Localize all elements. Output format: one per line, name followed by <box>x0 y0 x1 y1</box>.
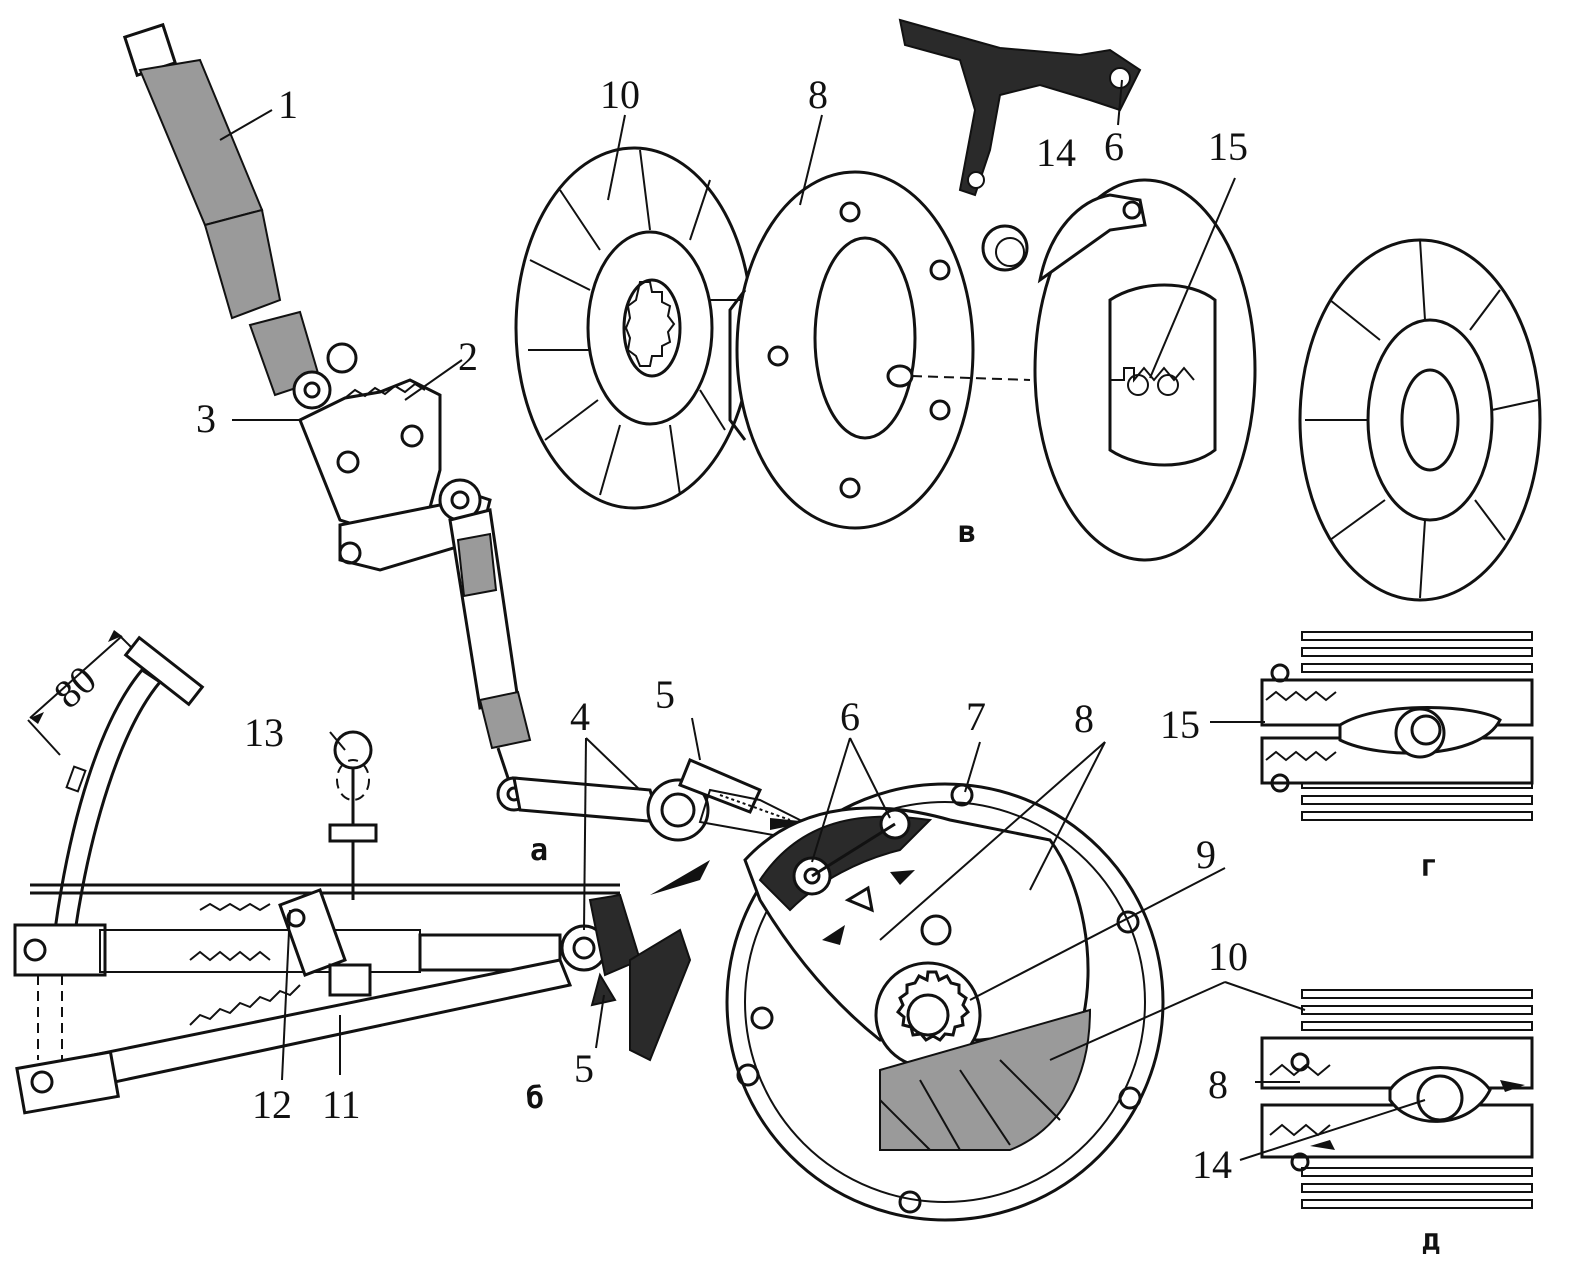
label-6-exploded: 6 <box>1104 124 1124 169</box>
brake-shaft-lever-lower <box>560 893 692 1062</box>
label-6-housing: 6 <box>840 694 860 739</box>
section-applied <box>1260 989 1534 1209</box>
dimension-80 <box>27 630 133 756</box>
brake-housing <box>725 782 1165 1222</box>
label-8-housing: 8 <box>1074 696 1094 741</box>
steel-ball <box>981 224 1029 272</box>
label-5-lower: 5 <box>574 1046 594 1091</box>
view-label-a: а <box>530 833 548 868</box>
view-label-b: б <box>526 1081 544 1116</box>
frame-rails <box>30 883 620 973</box>
label-4: 4 <box>570 694 590 739</box>
label-12: 12 <box>252 1082 292 1127</box>
pressure-disc-left <box>728 170 1031 530</box>
return-springs <box>189 902 301 1026</box>
friction-disc-left <box>514 146 754 510</box>
label-10-exploded: 10 <box>600 72 640 117</box>
actuating-lever-part <box>898 18 1142 197</box>
foot-pedal <box>13 635 205 977</box>
friction-disc-cutaway <box>879 1008 1092 1151</box>
label-14-section: 14 <box>1192 1142 1232 1187</box>
adjustable-rod <box>448 508 532 812</box>
pull-ring <box>328 730 378 900</box>
label-1: 1 <box>278 82 298 127</box>
label-11: 11 <box>322 1082 361 1127</box>
pressure-disc-right <box>1033 178 1257 562</box>
label-9: 9 <box>1196 832 1216 877</box>
leader-lines <box>219 79 1426 1161</box>
label-15-exploded: 15 <box>1208 124 1248 169</box>
view-label-d: д <box>1422 1223 1440 1258</box>
section-released <box>1260 631 1534 821</box>
label-3: 3 <box>196 396 216 441</box>
label-13: 13 <box>244 710 284 755</box>
friction-disc-right <box>1298 238 1542 602</box>
label-5-upper: 5 <box>655 672 675 717</box>
label-7: 7 <box>966 694 986 739</box>
view-label-g: г <box>1420 849 1438 884</box>
latch-bracket <box>278 888 372 997</box>
label-8-section: 8 <box>1208 1062 1228 1107</box>
hand-brake-lever <box>122 22 358 410</box>
brake-shaft-lever-upper <box>512 758 802 842</box>
pedal-shaft <box>15 958 573 1115</box>
dimension-label-80: 80 <box>45 657 105 717</box>
label-14-exploded: 14 <box>1036 130 1076 175</box>
label-8-exploded: 8 <box>808 72 828 117</box>
actuating-links <box>792 808 915 945</box>
view-label-v: в <box>958 515 976 550</box>
label-2: 2 <box>458 334 478 379</box>
label-10-housing: 10 <box>1208 934 1248 979</box>
label-15-section: 15 <box>1160 702 1200 747</box>
